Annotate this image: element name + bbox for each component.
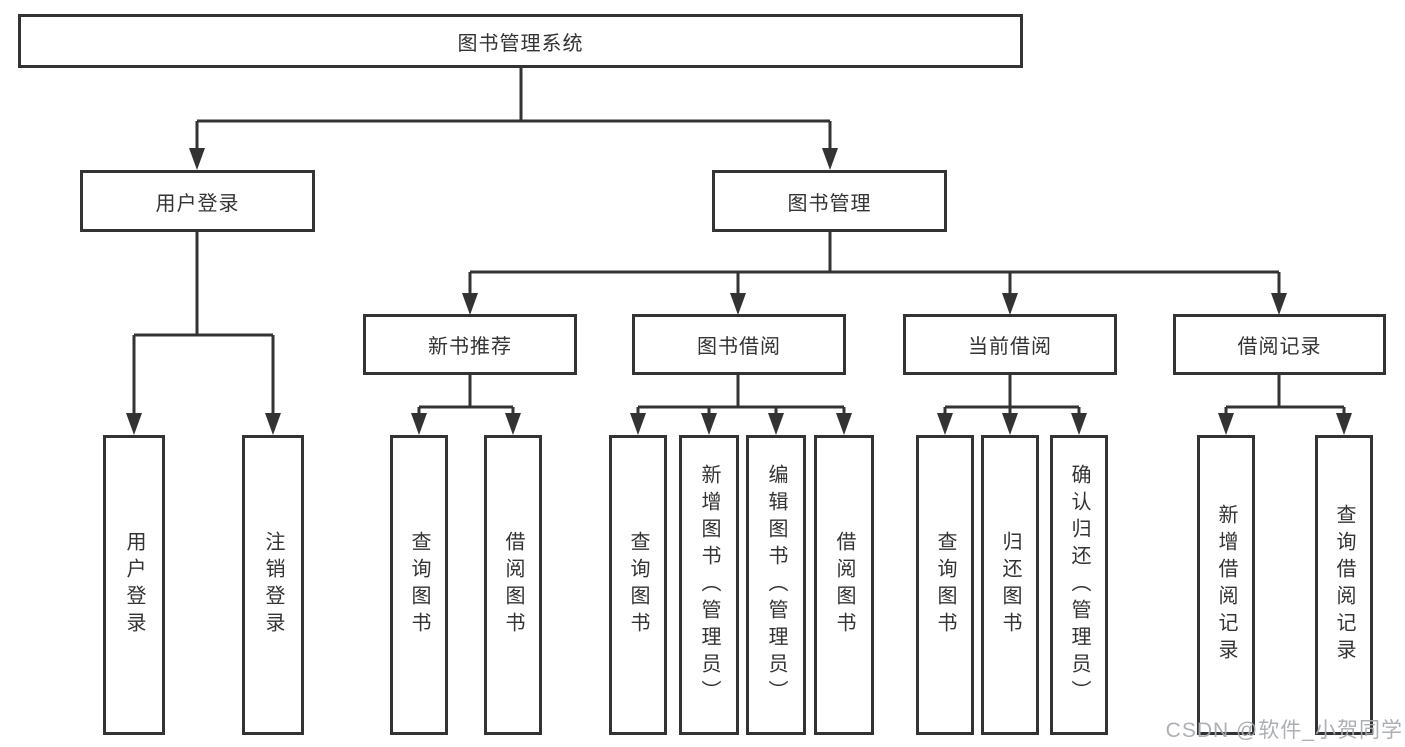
leaf-label: 确认归还（管理员） xyxy=(1068,463,1090,707)
leaf-return-books: 归还图书 xyxy=(981,435,1039,735)
leaf-label: 注销登录 xyxy=(262,531,284,639)
leaf-add-borrow-record: 新增借阅记录 xyxy=(1197,435,1255,735)
leaf-label: 查询借阅记录 xyxy=(1333,504,1355,666)
leaf-borrow-books-recommend: 借阅图书 xyxy=(484,435,542,735)
leaf-label: 查询图书 xyxy=(627,531,649,639)
csdn-watermark: CSDN @软件_小贺同学 xyxy=(1165,719,1403,742)
leaf-label: 查询图书 xyxy=(934,531,956,639)
leaf-label: 查询图书 xyxy=(408,531,430,639)
leaf-label: 用户登录 xyxy=(123,531,145,639)
leaf-label: 归还图书 xyxy=(999,531,1021,639)
leaf-label: 借阅图书 xyxy=(502,531,524,639)
leaf-query-books-current: 查询图书 xyxy=(916,435,974,735)
node-user-login: 用户登录 xyxy=(80,170,315,232)
node-borrowing-records: 借阅记录 xyxy=(1173,314,1386,375)
leaf-edit-books-admin: 编辑图书（管理员） xyxy=(746,435,806,735)
node-book-borrowing: 图书借阅 xyxy=(632,314,846,375)
leaf-query-borrow-record: 查询借阅记录 xyxy=(1315,435,1373,735)
leaf-add-books-admin: 新增图书（管理员） xyxy=(679,435,739,735)
leaf-borrow-books-borrowing: 借阅图书 xyxy=(814,435,874,735)
leaf-user-login: 用户登录 xyxy=(103,435,165,735)
leaf-confirm-return-admin: 确认归还（管理员） xyxy=(1050,435,1108,735)
leaf-query-books-borrowing: 查询图书 xyxy=(609,435,667,735)
leaf-label: 编辑图书（管理员） xyxy=(765,463,787,707)
node-new-book-recommendation: 新书推荐 xyxy=(363,314,577,375)
leaf-label: 新增借阅记录 xyxy=(1215,504,1237,666)
leaf-label: 借阅图书 xyxy=(833,531,855,639)
node-book-management-system: 图书管理系统 xyxy=(18,14,1023,68)
node-current-borrowing: 当前借阅 xyxy=(903,314,1117,375)
node-book-management: 图书管理 xyxy=(712,170,947,232)
leaf-query-books-recommend: 查询图书 xyxy=(390,435,448,735)
leaf-logout: 注销登录 xyxy=(242,435,304,735)
leaf-label: 新增图书（管理员） xyxy=(698,463,720,707)
